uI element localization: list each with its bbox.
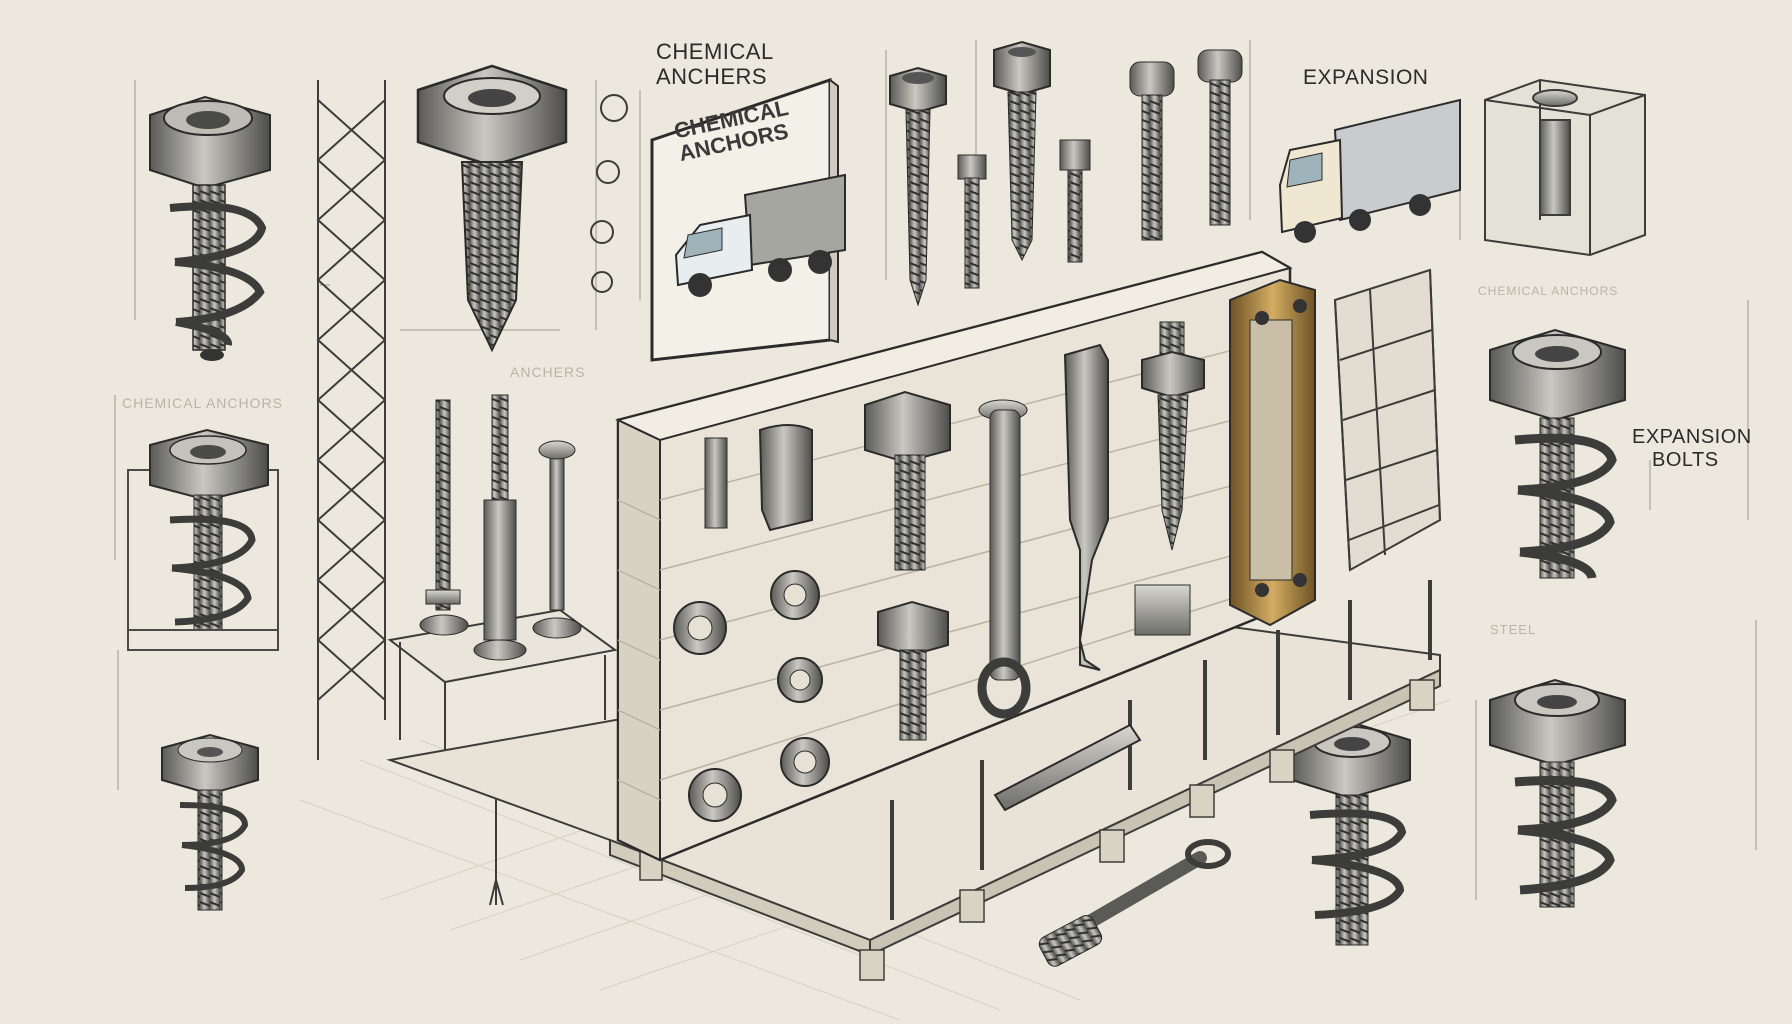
brass-rail-bracket xyxy=(1229,278,1316,627)
caged-spring-anchor-left xyxy=(127,428,279,651)
chemical-anchers-line-2: ANCHERS xyxy=(656,63,768,89)
glass-case-anchor xyxy=(1484,78,1646,257)
top-anchor-bolts xyxy=(889,40,1243,307)
delivery-truck xyxy=(1278,98,1461,243)
expansion-bolt-center-right xyxy=(1291,720,1411,946)
chemical-anchors-sign xyxy=(650,77,846,362)
chemical-anchers-line-1: CHEMICAL xyxy=(656,39,774,64)
expansion-bolts-label: EXPANSION BOLTS xyxy=(1632,426,1752,472)
expansion-label: EXPANSION xyxy=(1303,66,1429,89)
wall-mounted-anchors xyxy=(673,321,1205,822)
faint-steel-label: STEEL xyxy=(1490,622,1537,637)
expansion-bolts-line-1: EXPANSION xyxy=(1632,426,1752,448)
callout-markers xyxy=(590,94,628,293)
sign-truck-illustration xyxy=(674,173,846,297)
spring-anchor-top-left xyxy=(149,95,271,361)
chemical-anchers-label: CHEMICAL ANCHERS xyxy=(656,39,774,89)
channel-bracket-floor xyxy=(993,723,1142,812)
eye-bolt-floor xyxy=(1038,839,1231,967)
expansion-bolt-right-top xyxy=(1489,328,1626,580)
hex-bolt-large xyxy=(416,64,568,353)
faint-chemical-anchors-label: CHEMICAL ANCHORS xyxy=(122,395,283,411)
brick-wall-display xyxy=(615,250,1293,862)
expansion-bolt-right-bottom xyxy=(1489,678,1626,908)
expansion-bolts-line-2: BOLTS xyxy=(1652,449,1719,471)
metal-shelf-rack xyxy=(1333,268,1442,572)
bolt-display-table xyxy=(387,394,618,760)
small-spring-anchor-bottom-left xyxy=(161,733,259,911)
lattice-tower xyxy=(316,80,387,760)
faint-right-label: CHEMICAL ANCHORS xyxy=(1478,284,1619,298)
faint-anchers-label: ANCHERS xyxy=(510,364,586,380)
